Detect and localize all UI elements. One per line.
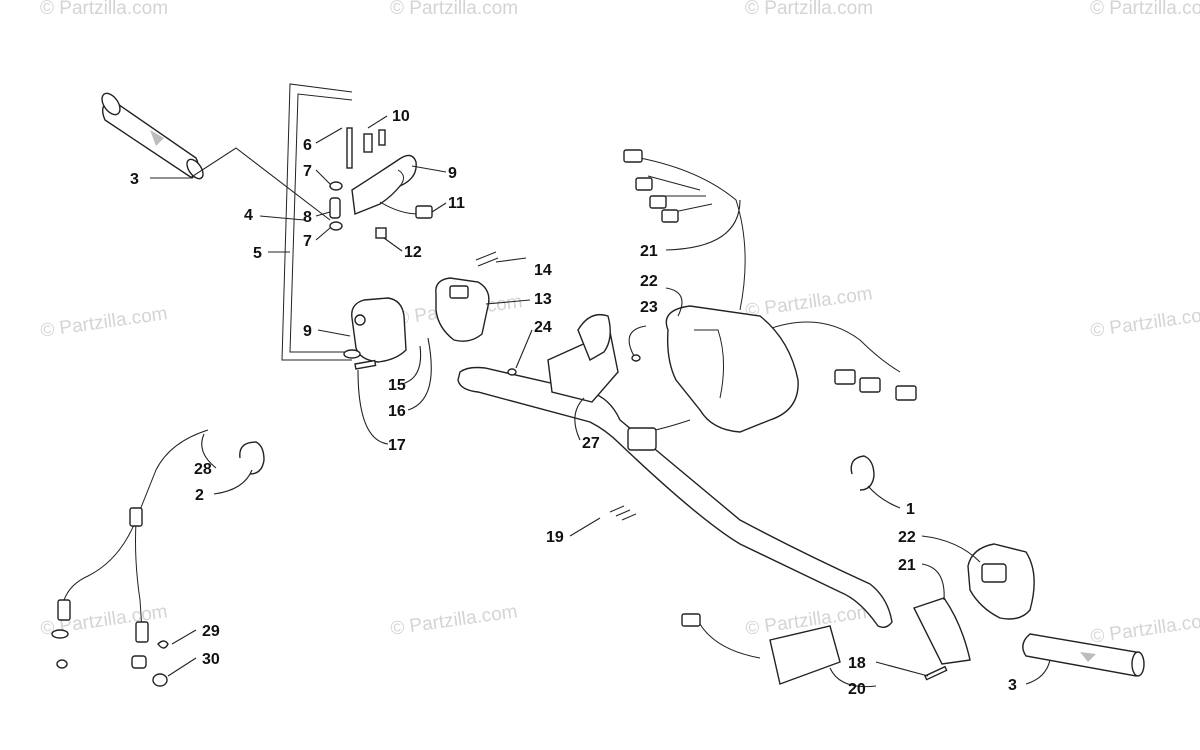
watermark: © Partzilla.com: [40, 0, 169, 19]
callout-8: 8: [303, 209, 312, 226]
callout-18: 18: [848, 655, 866, 672]
pin: [346, 127, 353, 169]
callout-4: 4: [244, 207, 253, 224]
callouts: 3 4 5 6 7 8 7 10 9 11 12 14 13 24 23 22 …: [130, 108, 1017, 698]
callout-15: 14: [534, 262, 552, 279]
callout-18: 17: [388, 437, 406, 454]
watermark: © Partzilla.com: [745, 0, 874, 19]
callout-21: 21: [898, 557, 916, 574]
left-grip: [101, 92, 204, 180]
right-grip: [1022, 633, 1145, 677]
callout-25: 23: [640, 299, 658, 316]
handlebar: [457, 366, 893, 629]
callout-24: 22: [640, 273, 658, 290]
callout-5: 5: [253, 245, 262, 262]
callout-14: 13: [534, 291, 552, 308]
pad: [577, 313, 611, 362]
callout-30: 30: [202, 651, 220, 668]
callout-1: 1: [906, 501, 915, 518]
callout-23: 21: [640, 243, 658, 260]
callout-29: 29: [202, 623, 220, 640]
throttle-sensor: [375, 201, 433, 239]
wear-strip: [363, 129, 386, 153]
watermark: © Partzilla.com: [390, 0, 519, 19]
bushing: [329, 181, 343, 231]
screw: [507, 354, 641, 376]
callout-3: 3: [1008, 677, 1017, 694]
throttle-lever: [351, 154, 417, 215]
heat-element: [681, 613, 841, 685]
callout-19: 19: [546, 529, 564, 546]
callout-20: 20: [848, 681, 866, 698]
callout-3: 3: [130, 171, 139, 188]
watermark: © Partzilla.com: [1090, 0, 1200, 19]
callout-13: 12: [404, 244, 422, 261]
callout-16: 15: [388, 377, 406, 394]
mount-bracket: [913, 597, 971, 665]
retaining-ring: [239, 441, 875, 491]
handlebar-console: [665, 305, 799, 433]
callout-17: 16: [388, 403, 406, 420]
callout-26: 24: [534, 319, 552, 336]
callout-28: 28: [194, 461, 212, 478]
throttle-cable: [51, 429, 209, 687]
callout-22: 22: [898, 529, 916, 546]
callout-27: 27: [582, 435, 600, 452]
wire-harness: [623, 149, 917, 451]
callout-9: 9: [303, 323, 312, 340]
callout-10: 9: [448, 165, 457, 182]
callout-11: 10: [392, 108, 410, 125]
callout-2: 2: [195, 487, 204, 504]
bolt: [924, 665, 948, 681]
callout-7: 7: [303, 163, 312, 180]
control-switch: [967, 543, 1035, 620]
callout-6: 6: [303, 137, 312, 154]
throttle-housing: [343, 297, 407, 370]
assembly-bracket: [281, 83, 353, 361]
callout-12: 11: [448, 195, 465, 212]
callout-7: 7: [303, 233, 312, 250]
switch-housing: [435, 251, 499, 342]
leader-lines: [150, 115, 1051, 688]
